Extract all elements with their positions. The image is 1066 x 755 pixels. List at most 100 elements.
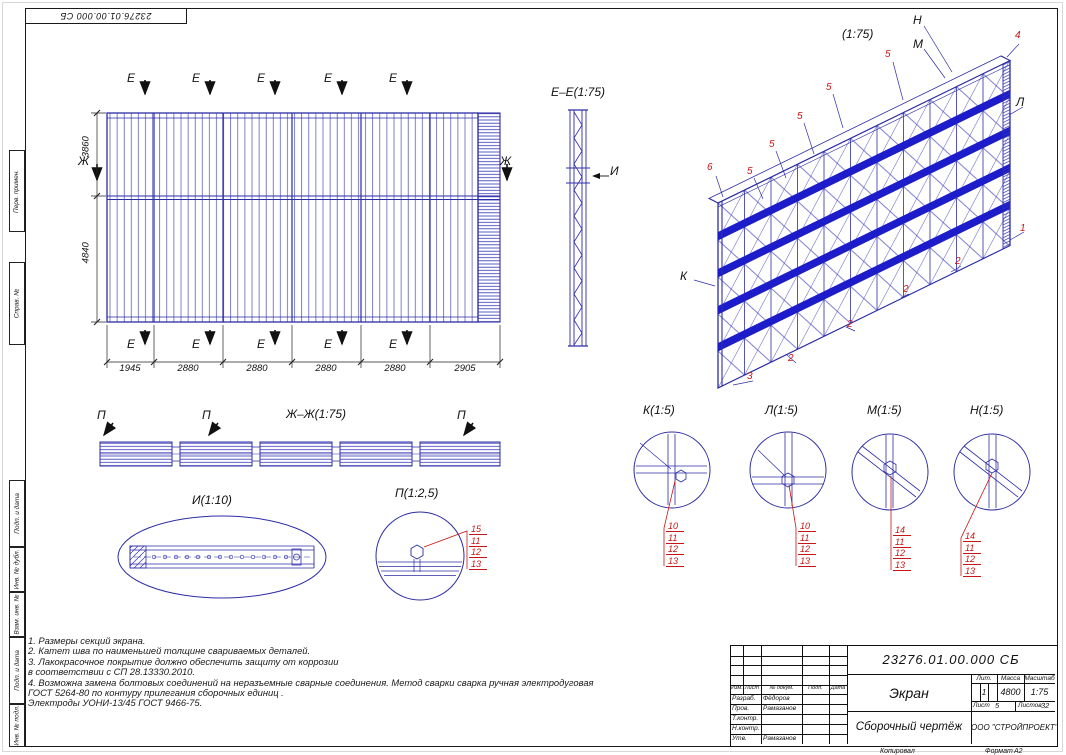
format-value: А2 bbox=[1014, 747, 1023, 755]
margin-box-inv-podl: Инв. № подл. bbox=[9, 704, 25, 747]
section-e-label: Е bbox=[257, 71, 266, 85]
hdr-izm: Изм. bbox=[731, 685, 743, 691]
note-line: в соответствии с СП 28.13330.2010. bbox=[28, 666, 195, 678]
detail-n-title: Н(1:5) bbox=[970, 403, 1004, 417]
section-e-label: Е bbox=[389, 337, 398, 351]
section-zhzh-title: Ж–Ж(1:75) bbox=[286, 407, 347, 421]
sheet-value: 5 bbox=[995, 701, 1000, 710]
dim-width: 2880 bbox=[384, 363, 406, 374]
front-view-linework bbox=[106, 112, 501, 323]
detail-n-linework bbox=[953, 433, 1031, 511]
title-block: 23276.01.00.000 СБ Экран Лит. Масса Масш… bbox=[730, 645, 1058, 747]
callout-number: 13 bbox=[469, 559, 487, 570]
hdr-list: Лист bbox=[744, 685, 760, 691]
pos-number-5: 5 bbox=[747, 166, 753, 177]
callout-number: 11 bbox=[798, 533, 816, 544]
margin-box-vzam-inv: Взам. инв. № bbox=[9, 592, 25, 637]
top-stamp-text: 23276.01.00.000 СБ bbox=[60, 11, 152, 21]
detail-i-title: И(1:10) bbox=[192, 493, 232, 507]
detail-m-marker: М bbox=[913, 37, 923, 51]
mass-value: 4800 bbox=[1000, 687, 1021, 697]
detail-k-title: К(1:5) bbox=[643, 403, 675, 417]
pos-number-5: 5 bbox=[885, 49, 891, 60]
callout-number: 10 bbox=[798, 522, 816, 532]
dim-3860: 3860 bbox=[80, 136, 92, 158]
detail-l-title: Л(1:5) bbox=[765, 403, 798, 417]
pos-number-1: 1 bbox=[1020, 223, 1026, 234]
section-e-label: Е bbox=[192, 337, 201, 351]
lit-label: Лит. bbox=[976, 674, 992, 682]
sheet-label: Лист bbox=[973, 701, 990, 709]
margin-label: Взам. инв. № bbox=[13, 594, 21, 635]
section-e-label: Е bbox=[192, 71, 201, 85]
role-nkontr: Н.контр. bbox=[732, 725, 760, 732]
name-razrab: Фёдоров bbox=[763, 695, 790, 702]
margin-box-sprav: Справ. № bbox=[9, 262, 25, 345]
callout-number: 12 bbox=[666, 545, 684, 555]
margin-label: Справ. № bbox=[13, 288, 21, 319]
detail-l-linework bbox=[749, 431, 827, 509]
section-ee-title: Е–Е(1:75) bbox=[551, 85, 606, 99]
role-tkontr: Т.контр. bbox=[732, 715, 759, 722]
hdr-sign: Подп. bbox=[808, 685, 823, 691]
callout-number: 12 bbox=[469, 548, 487, 558]
margin-box-podp-data-2: Подп. и дата bbox=[9, 637, 25, 704]
sheets-label: Листов bbox=[1018, 701, 1042, 709]
cut-zh-label: Ж bbox=[500, 154, 512, 168]
callout-number: 13 bbox=[963, 566, 981, 577]
callout-number: 11 bbox=[893, 537, 911, 548]
pos-number-5: 5 bbox=[797, 111, 803, 122]
margin-label: Подп. и дата bbox=[13, 650, 21, 691]
callout-leaders bbox=[423, 472, 993, 576]
pos-number-5: 5 bbox=[769, 139, 775, 150]
dim-width: 2880 bbox=[177, 363, 199, 374]
section-e-label: Е bbox=[324, 71, 333, 85]
detail-m-title: М(1:5) bbox=[867, 403, 902, 417]
cut-zh-label: Ж bbox=[78, 154, 90, 168]
detail-p-linework bbox=[375, 511, 465, 601]
section-e-label: Е bbox=[389, 71, 398, 85]
callout-number: 11 bbox=[469, 536, 487, 547]
callout-number: 12 bbox=[963, 555, 981, 565]
scale-value: 1:75 bbox=[1030, 687, 1049, 697]
zh-section-linework bbox=[99, 441, 501, 467]
callout-number: 14 bbox=[893, 526, 911, 536]
pos-number-5: 5 bbox=[826, 82, 832, 93]
dim-width: 1945 bbox=[119, 363, 141, 374]
pos-number-2: 2 bbox=[903, 284, 909, 295]
doc-number: 23276.01.00.000 СБ bbox=[882, 652, 1020, 667]
copied-label: Копировал bbox=[880, 747, 915, 755]
pos-number-3: 3 bbox=[747, 371, 753, 382]
name-utv: Рамазанов bbox=[763, 735, 797, 742]
technical-notes: 1. Размеры секций экрана. 2. Катет шва п… bbox=[28, 635, 728, 709]
dim-width: 2880 bbox=[246, 363, 268, 374]
margin-label: Инв. № подл. bbox=[13, 705, 21, 746]
detail-p-marker: П bbox=[457, 408, 466, 422]
detail-p-title: П(1:2,5) bbox=[395, 486, 439, 500]
role-utv: Утв. bbox=[732, 735, 747, 742]
detail-p-marker: П bbox=[97, 408, 106, 422]
detail-k-linework bbox=[633, 431, 711, 509]
section-e-label: Е bbox=[257, 337, 266, 351]
role-prov: Пров. bbox=[732, 705, 750, 712]
note-line: 4. Возможна замена болтовых соединений н… bbox=[28, 676, 594, 688]
callout-number: 13 bbox=[893, 560, 911, 571]
callout-number: 14 bbox=[963, 532, 981, 542]
margin-label: Инв. № дубл. bbox=[13, 549, 21, 590]
section-ee-linework bbox=[566, 109, 590, 347]
mass-label: Масса bbox=[1000, 674, 1021, 682]
pos-number-6: 6 bbox=[707, 162, 713, 173]
callout-number: 10 bbox=[666, 522, 684, 532]
section-e-label: Е bbox=[127, 71, 136, 85]
callout-number: 12 bbox=[798, 545, 816, 555]
iso-view-linework bbox=[693, 25, 1025, 389]
callout-number: 15 bbox=[469, 525, 487, 535]
note-line: 3. Лакокрасочное покрытие должно обеспеч… bbox=[28, 655, 339, 667]
part-name: Экран bbox=[889, 685, 929, 701]
callout-number: 11 bbox=[963, 543, 981, 554]
callout-number: 11 bbox=[666, 533, 684, 544]
note-line: Электроды УОНИ-13/45 ГОСТ 9466-75. bbox=[28, 697, 203, 709]
margin-label: Подп. и дата bbox=[13, 493, 21, 534]
dimension-linework bbox=[91, 109, 504, 368]
